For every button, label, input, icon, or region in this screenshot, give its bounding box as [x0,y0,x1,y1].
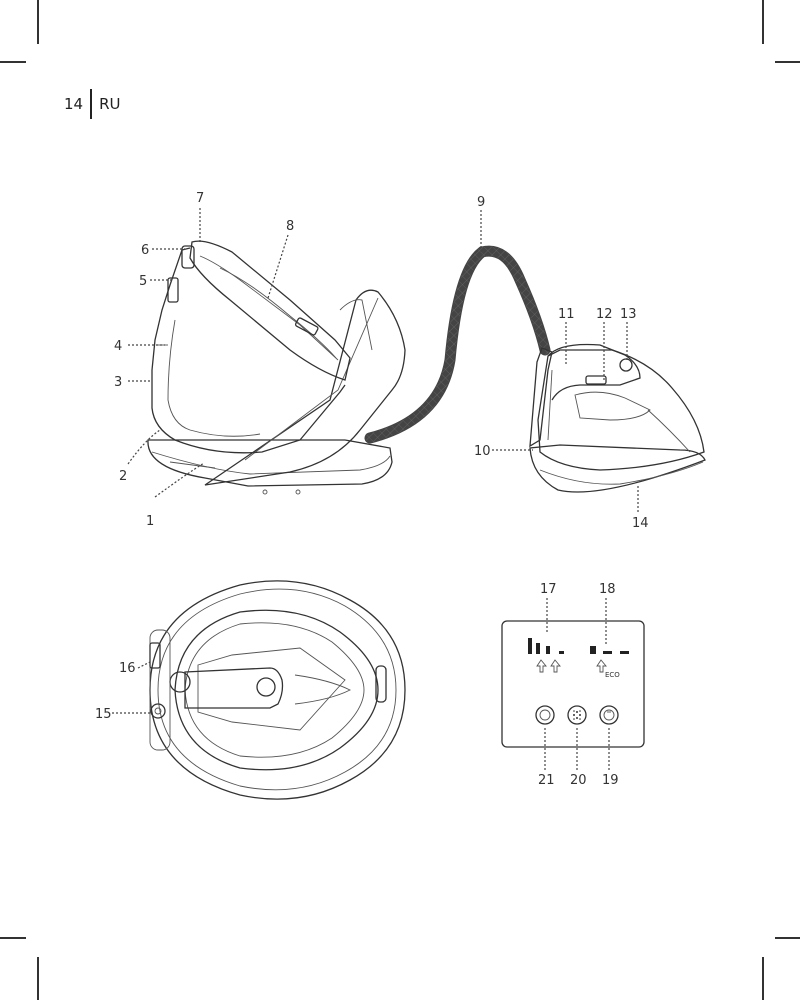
power-socket-icon [150,703,166,719]
callout-8: 8 [286,219,294,234]
eco-mode-icon: ECO [590,646,629,679]
station-bottom-view [149,580,406,800]
callout-labels: 1 2 3 4 5 6 7 8 9 10 11 12 13 14 15 16 1… [95,191,649,788]
steam-iron [529,343,706,493]
callout-17: 17 [540,582,557,597]
callout-20: 20 [570,773,587,788]
language-code: RU [99,95,121,113]
callout-21: 21 [538,773,555,788]
callout-2: 2 [119,469,127,484]
crop-mark-bottom-left-h [0,937,26,939]
iron-soleplate [529,444,706,493]
tank-lid [189,240,351,381]
callout-5: 5 [139,274,147,289]
eco-button[interactable] [599,705,619,725]
iron-handle [547,343,641,401]
crop-mark-top-right-v [762,0,764,44]
callout-19: 19 [602,773,619,788]
callout-11: 11 [558,307,575,322]
callout-14: 14 [632,516,649,531]
callout-4: 4 [114,339,122,354]
crop-mark-top-left-v [37,0,39,44]
crop-mark-bottom-left-v [37,957,39,1000]
crop-mark-top-right-h [775,61,800,63]
eco-text: ECO [605,671,620,679]
steam-button-icon [573,710,581,720]
callout-12: 12 [596,307,613,322]
control-panel: ECO [501,620,645,748]
callout-10: 10 [474,444,491,459]
callout-9: 9 [477,195,485,210]
page-header: 14 RU [64,88,121,120]
callout-3: 3 [114,375,122,390]
crop-mark-bottom-right-h [775,937,800,939]
callout-13: 13 [620,307,637,322]
station-base [147,439,393,487]
leader-lines [112,208,639,770]
iron-body [537,349,705,471]
callout-16: 16 [119,661,136,676]
steam-button[interactable] [567,705,587,725]
steam-station [147,240,406,495]
steam-level-icon [528,638,564,673]
power-button-icon [539,709,551,721]
header-divider [90,89,93,119]
page-number: 14 [64,95,84,113]
callout-7: 7 [196,191,204,206]
water-tank [151,247,346,454]
eco-button-icon [603,709,615,721]
callout-18: 18 [599,582,616,597]
callout-1: 1 [146,514,154,529]
iron-button-icon [619,358,633,372]
callout-15: 15 [95,707,112,722]
cord-storage-icon [149,642,161,669]
callout-6: 6 [141,243,149,258]
station-housing [204,289,406,486]
power-button[interactable] [535,705,555,725]
crop-mark-bottom-right-v [762,957,764,1000]
crop-mark-top-left-h [0,61,26,63]
